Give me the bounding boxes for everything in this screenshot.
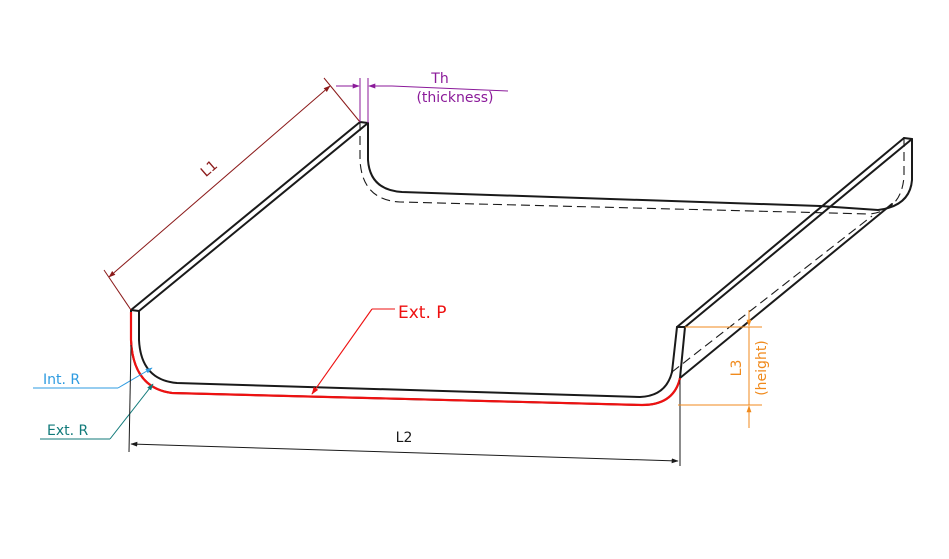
thickness-dimension: Th (thickness) (336, 71, 509, 123)
l1-extension-front (103, 269, 132, 311)
ext-p-label: Ext. P (398, 303, 447, 323)
th-label: Th (430, 71, 448, 87)
back-left-wall-visible (367, 122, 821, 207)
back-left-wall-hidden (359, 122, 871, 215)
ext-r-annotation: Ext. R (40, 383, 154, 440)
back-left-wall-top (359, 121, 369, 124)
left-flange-inner-edge (138, 122, 369, 312)
ext-p-highlight (129, 312, 682, 407)
th-leader-line (391, 85, 509, 92)
l2-label: L2 (396, 430, 413, 446)
l2-dimension: L2 (128, 344, 681, 466)
front-right-wall-inner (671, 326, 678, 373)
int-r-leader (117, 367, 153, 389)
height-label: (height) (754, 340, 770, 396)
ext-p-arrow (311, 308, 373, 395)
front-right-wall-outer (679, 326, 686, 379)
bottom-right-silhouette (679, 203, 893, 379)
ext-p-annotation: Ext. P (129, 303, 682, 407)
ext-r-label: Ext. R (47, 423, 89, 439)
l1-dimension: L1 (103, 77, 361, 311)
l1-extension-back (323, 77, 361, 123)
right-flange-inner-edge (684, 138, 913, 328)
part-outline (130, 121, 913, 406)
ext-r-leader (109, 383, 154, 440)
left-flange-outer-edge (130, 121, 361, 311)
l2-extension-left (128, 344, 132, 453)
back-right-wall-hidden (869, 138, 905, 215)
l3-label: L3 (729, 360, 745, 377)
right-flange-outer-edge (676, 137, 905, 328)
back-right-wall-visible (819, 138, 913, 211)
l1-dimension-line (108, 85, 331, 278)
l2-dimension-line (130, 441, 679, 464)
int-r-annotation: Int. R (33, 367, 153, 389)
thickness-label: (thickness) (416, 90, 493, 106)
bottom-right-hidden (671, 215, 873, 373)
back-right-wall-top (903, 137, 913, 140)
l1-label: L1 (198, 157, 221, 180)
l3-dimension: L3 (height) (678, 310, 770, 428)
front-left-wall-inner (138, 310, 673, 398)
int-r-label: Int. R (43, 372, 80, 388)
